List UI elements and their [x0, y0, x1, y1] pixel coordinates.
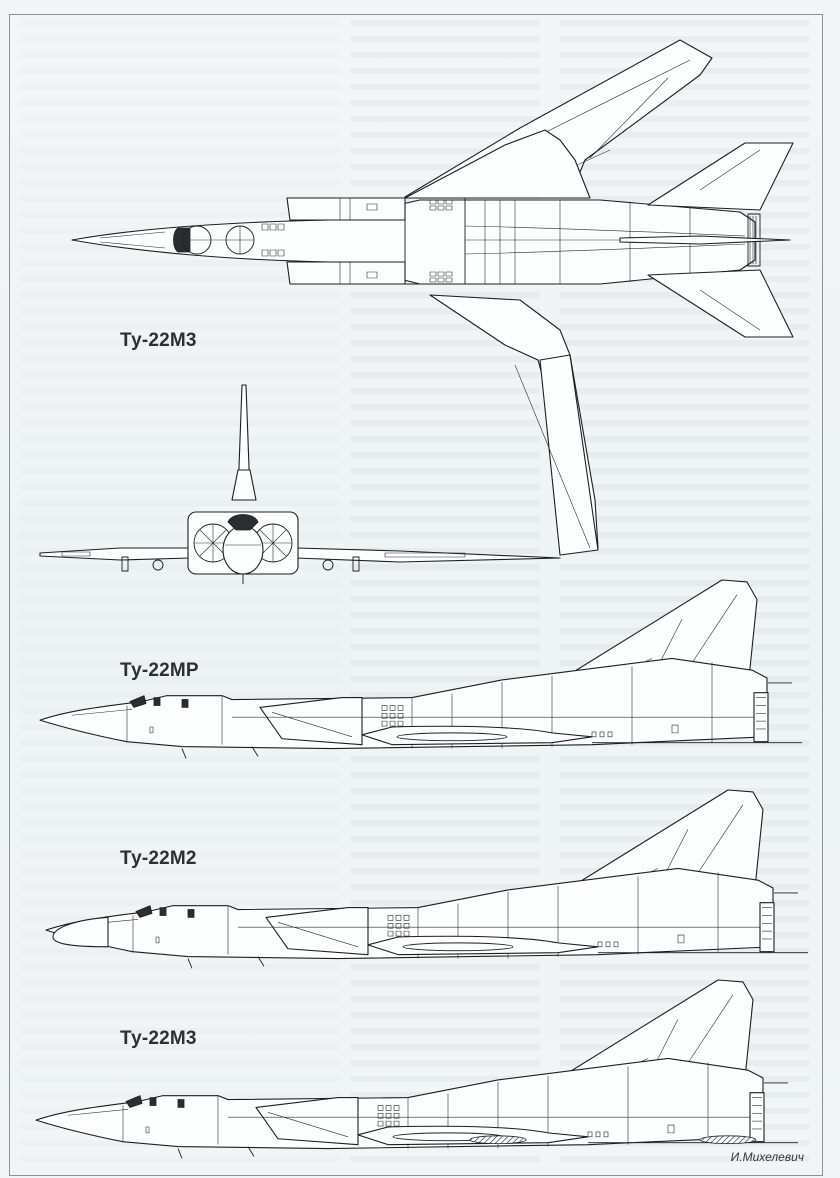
author-signature: И.Михелевич: [730, 1150, 804, 1164]
side-view-m3-aircraft: [35, 979, 799, 1159]
view-label-top: Ту-22М3: [120, 330, 197, 351]
side-view-m2-aircraft: [45, 789, 809, 969]
front-view-aircraft: [40, 385, 560, 584]
drawing-frame: [9, 14, 823, 1176]
view-label-m2: Ту-22М2: [120, 848, 197, 869]
view-label-m3: Ту-22М3: [120, 1028, 197, 1049]
bleed-through-text-column: [20, 20, 340, 1170]
view-label-mp: Ту-22МР: [120, 660, 199, 681]
top-view-aircraft: [72, 40, 793, 555]
